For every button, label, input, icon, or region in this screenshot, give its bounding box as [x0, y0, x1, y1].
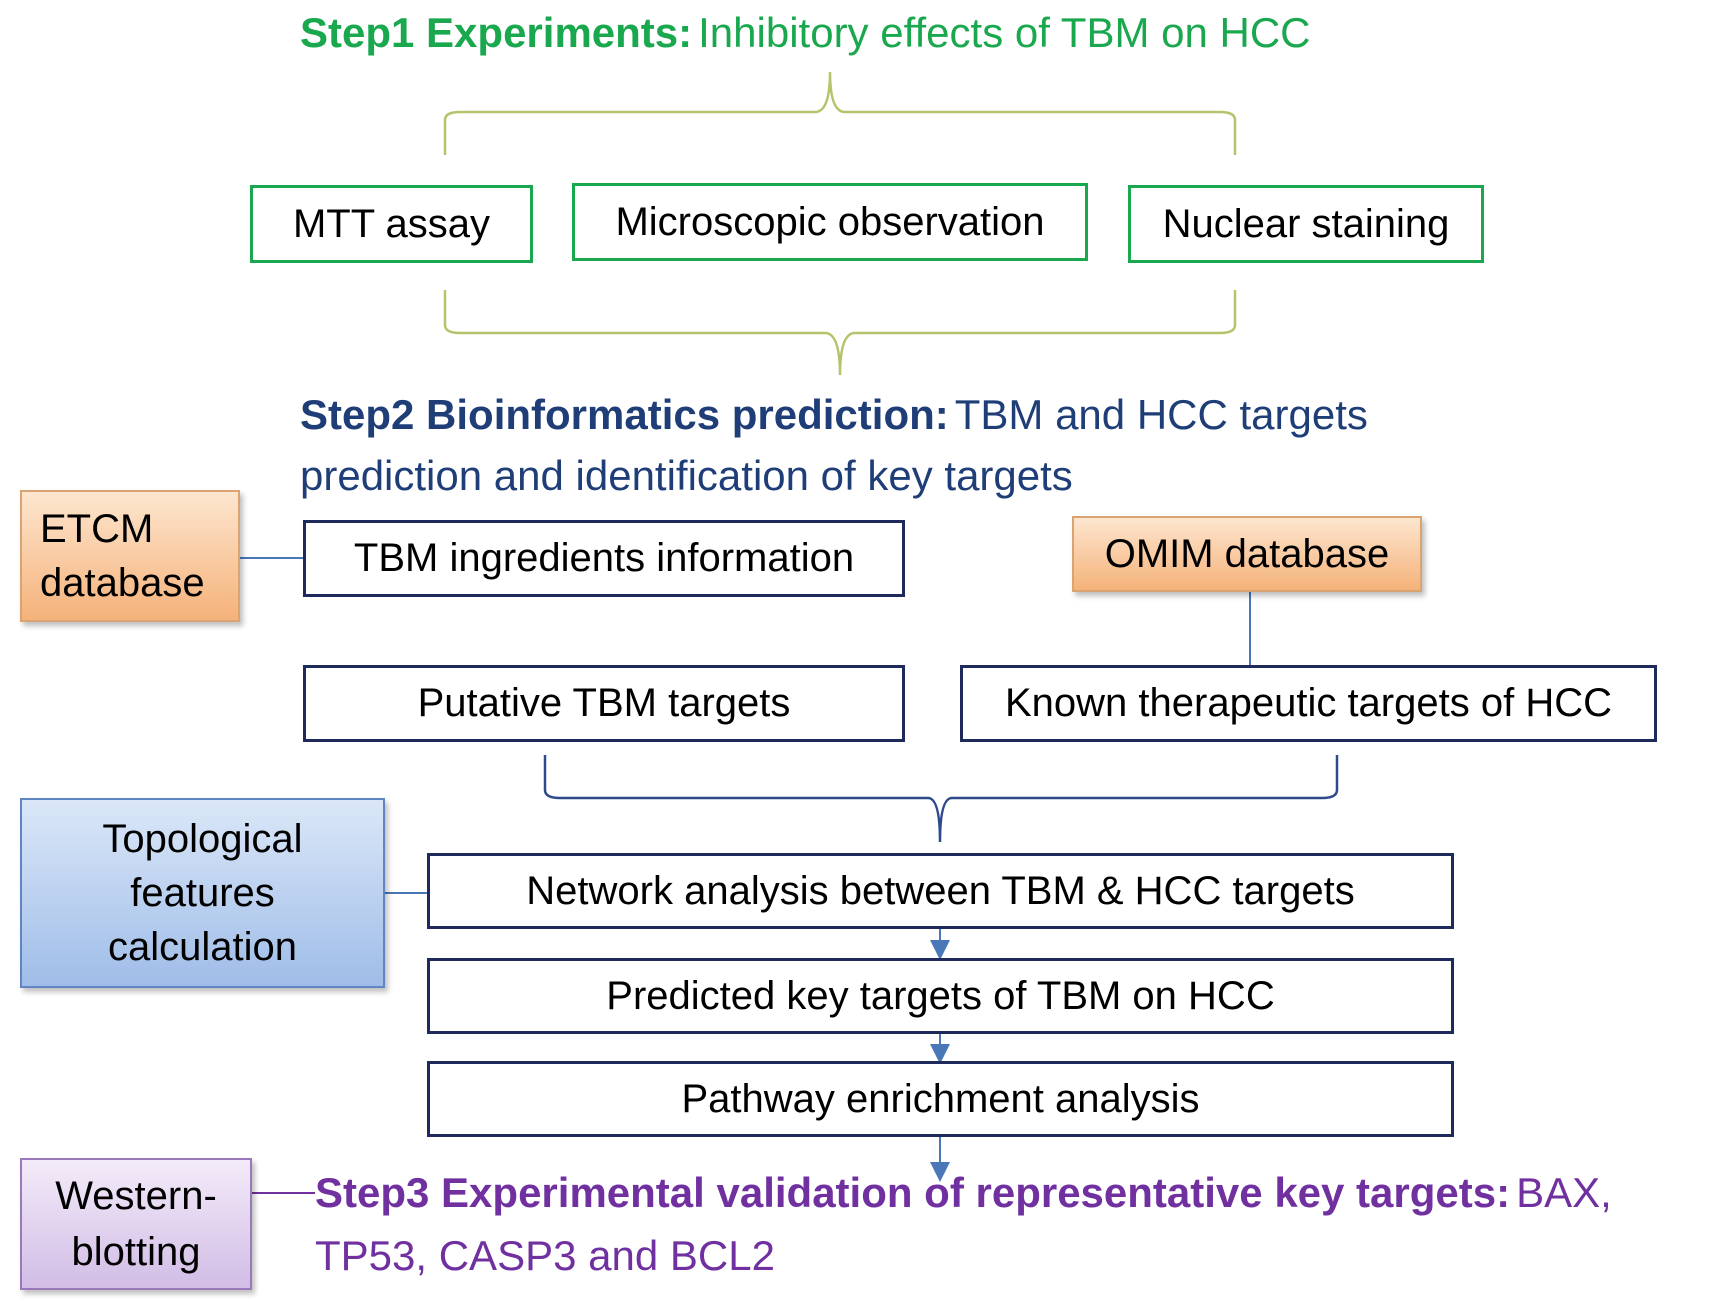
step2-label: Step2 Bioinformatics prediction:	[300, 391, 949, 438]
etcm-database-label: ETCM database	[40, 507, 205, 605]
step1-label: Step1 Experiments:	[300, 9, 693, 56]
network-analysis-box: Network analysis between TBM & HCC targe…	[427, 853, 1454, 929]
western-blotting-box: Western-blotting	[20, 1158, 252, 1290]
step3-heading-line1: Step3 Experimental validation of represe…	[315, 1169, 1612, 1216]
etcm-database-box: ETCM database	[20, 490, 240, 622]
step3-heading-line2: TP53, CASP3 and BCL2	[315, 1232, 775, 1279]
topological-features-label: Topological features calculation	[102, 817, 303, 969]
microscopic-observation-box: Microscopic observation	[572, 183, 1088, 261]
mtt-assay-box: MTT assay	[250, 185, 533, 263]
step2-heading-line1: Step2 Bioinformatics prediction:TBM and …	[300, 391, 1368, 438]
step3-text-line1: BAX,	[1516, 1169, 1612, 1216]
step1-top-brace	[443, 71, 1237, 155]
step3-label: Step3 Experimental validation of represe…	[315, 1169, 1511, 1216]
pathway-enrichment-box: Pathway enrichment analysis	[427, 1061, 1454, 1137]
step1-heading: Step1 Experiments:Inhibitory effects of …	[300, 9, 1311, 56]
step2-heading-line2: prediction and identification of key tar…	[300, 452, 1073, 499]
predicted-key-targets-box: Predicted key targets of TBM on HCC	[427, 958, 1454, 1034]
step1-bottom-brace	[443, 290, 1237, 376]
targets-brace	[543, 755, 1339, 843]
tbm-ingredients-box: TBM ingredients information	[303, 520, 905, 597]
putative-targets-box: Putative TBM targets	[303, 665, 905, 742]
step2-text-line1: TBM and HCC targets	[954, 391, 1368, 438]
nuclear-staining-box: Nuclear staining	[1128, 185, 1484, 263]
omim-database-box: OMIM database	[1072, 516, 1422, 592]
known-targets-box: Known therapeutic targets of HCC	[960, 665, 1657, 742]
western-blotting-label: Western-blotting	[55, 1174, 217, 1274]
step1-text: Inhibitory effects of TBM on HCC	[698, 9, 1311, 56]
topological-features-box: Topological features calculation	[20, 798, 385, 988]
